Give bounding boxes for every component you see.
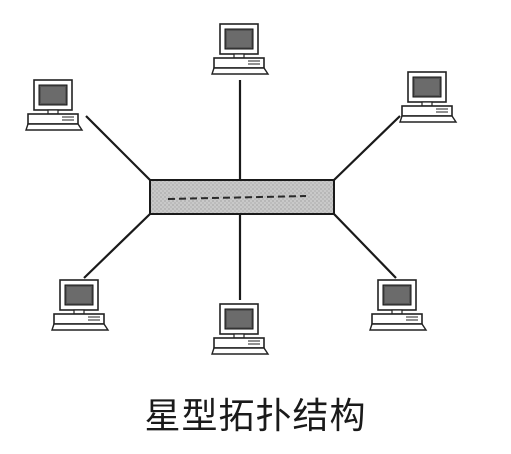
- computer-top: [211, 23, 269, 75]
- link-lower-right: [333, 213, 397, 279]
- computer-upper-left: [25, 79, 83, 131]
- computer-upper-right: [399, 71, 457, 123]
- computer-bottom: [211, 303, 269, 355]
- hub-switch: [149, 179, 335, 215]
- link-upper-left: [85, 115, 151, 181]
- connection-lines: [83, 80, 401, 300]
- computer-lower-left: [51, 279, 109, 331]
- computer-lower-right: [369, 279, 427, 331]
- link-lower-left: [83, 213, 151, 279]
- link-upper-right: [333, 115, 401, 181]
- diagram-caption: 星型拓扑结构: [144, 396, 367, 437]
